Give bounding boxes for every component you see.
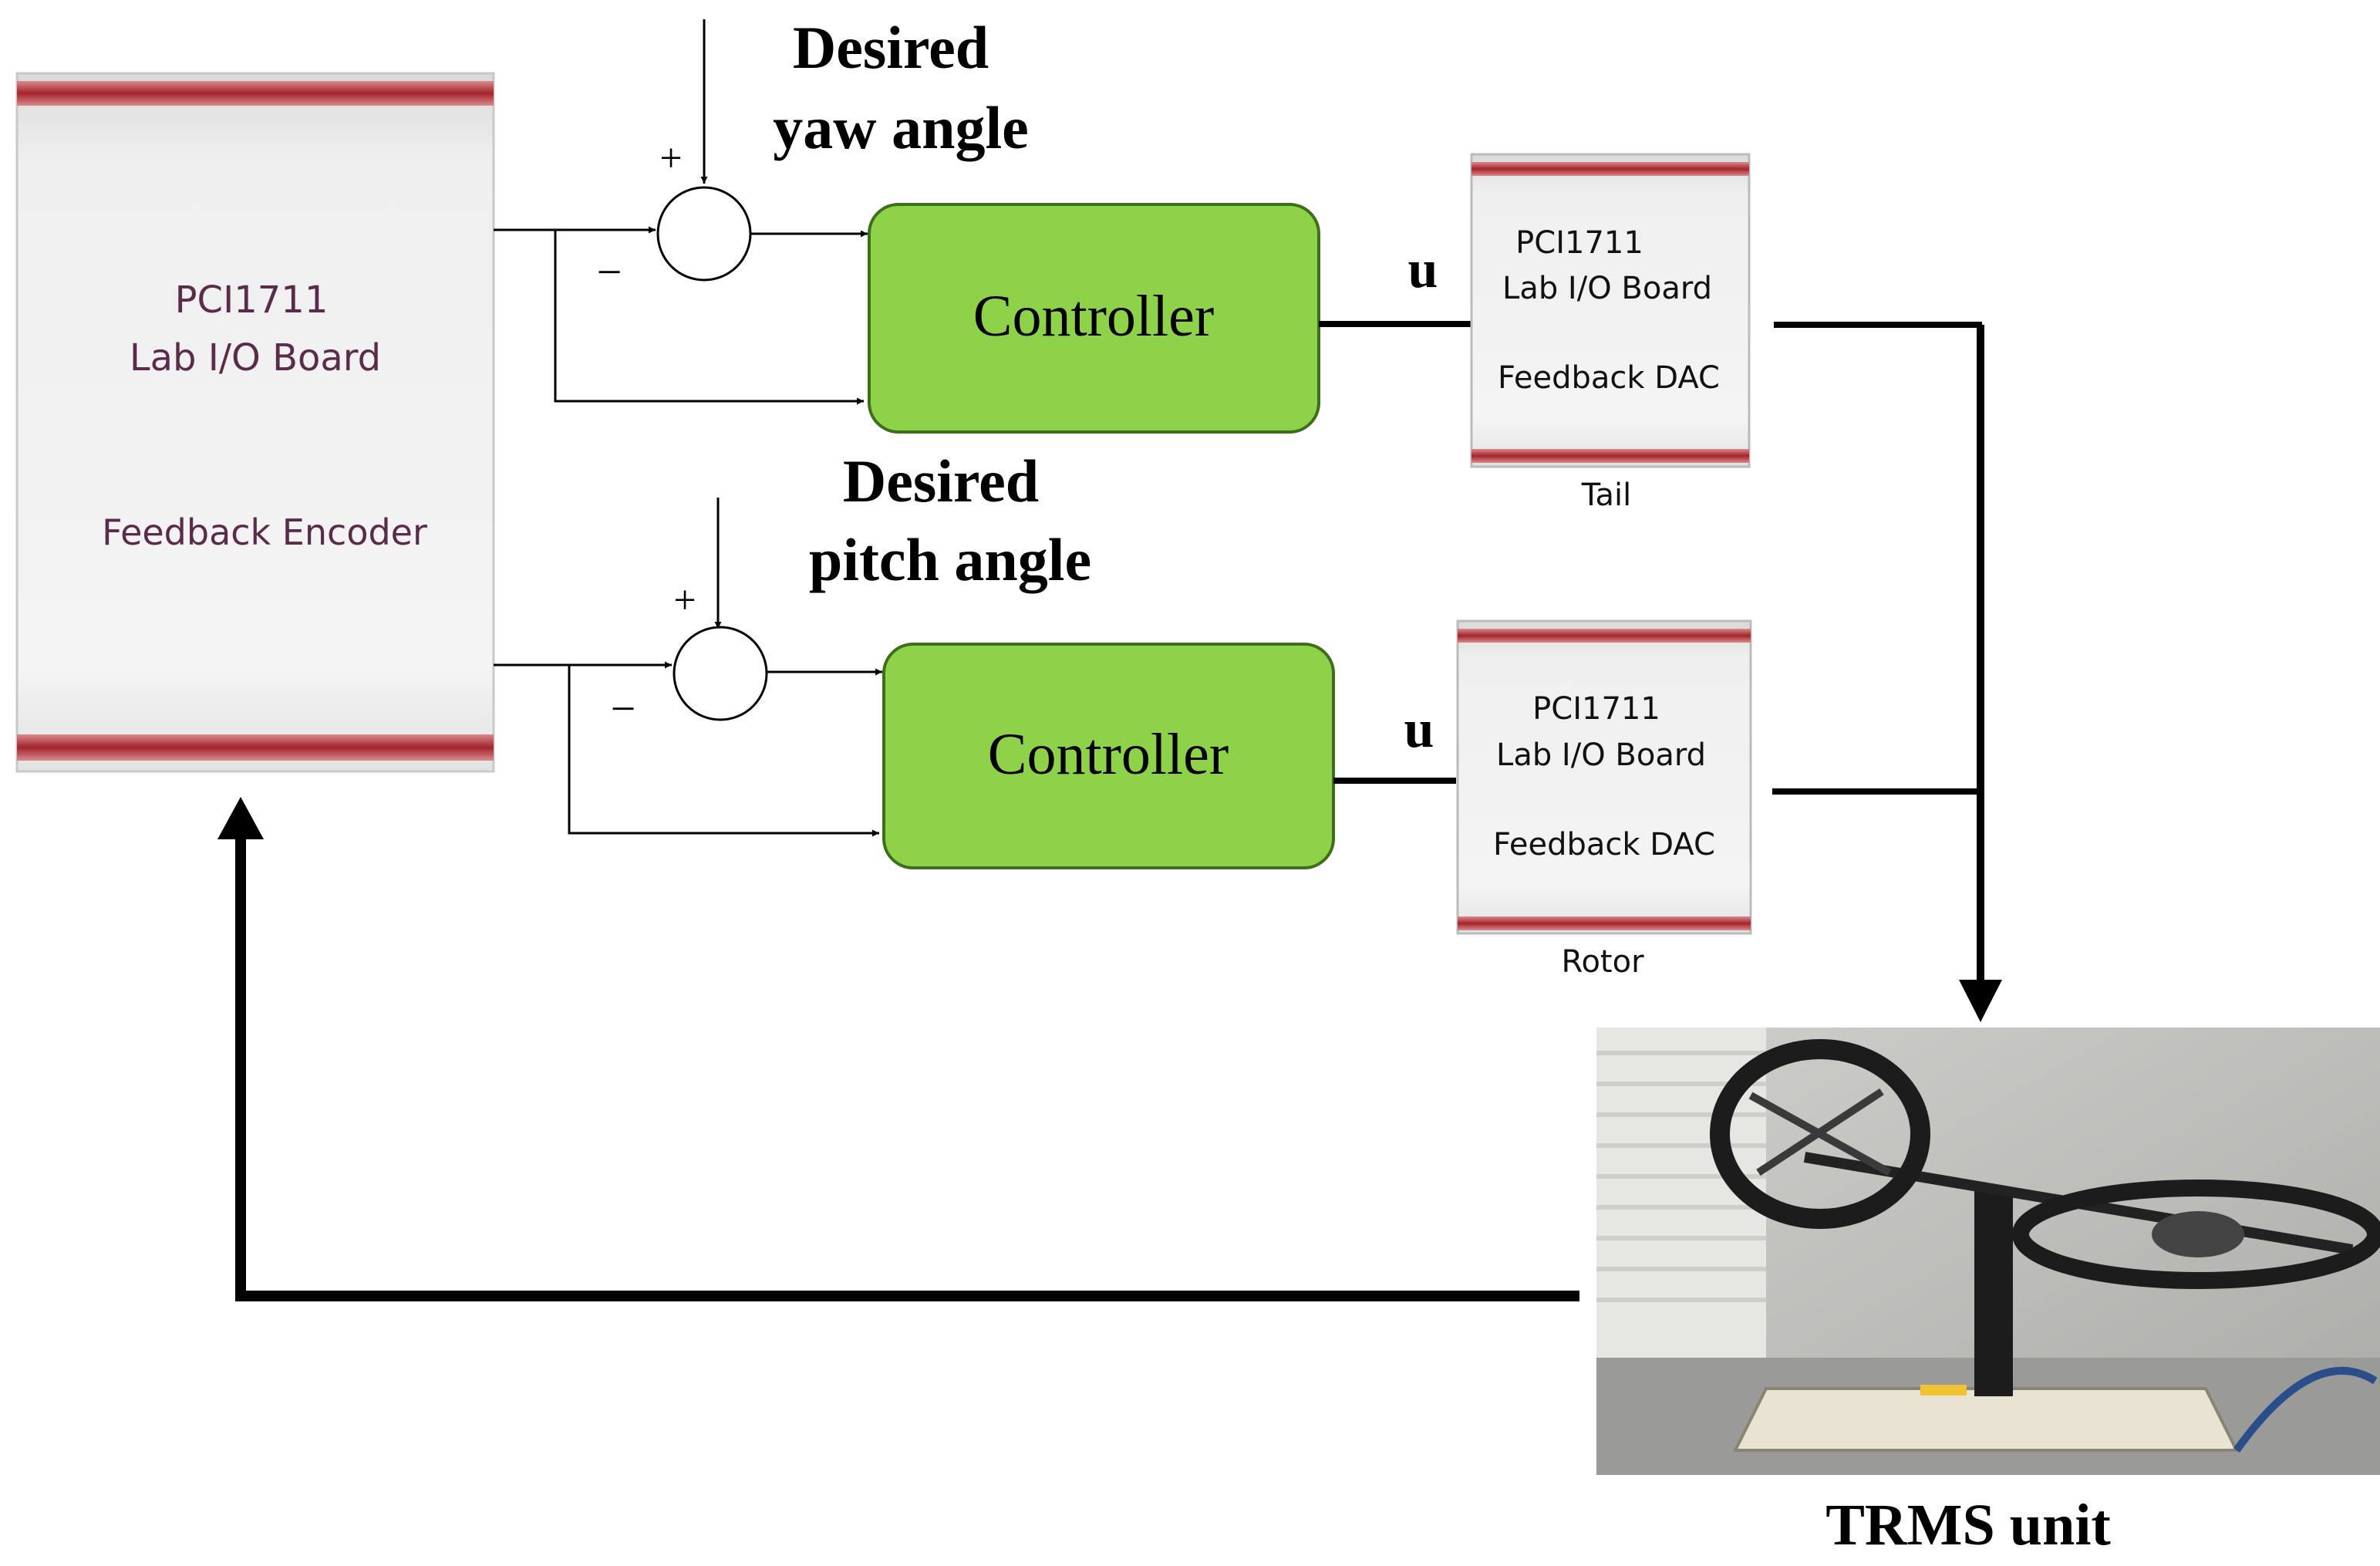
- trms-unit-photo: [1596, 1028, 2380, 1475]
- tail-dac-caption: Tail: [1581, 478, 1632, 513]
- rotor-dac-line1: PCI1711: [1532, 691, 1660, 727]
- yaw-reference-label-line2: yaw angle: [773, 94, 1029, 161]
- yaw-feedback-to-controller: [554, 230, 864, 405]
- pitch-sum-minus-sign: −: [611, 683, 636, 734]
- tail-dac-block: [1470, 153, 1751, 468]
- trms-unit-caption: TRMS unit: [1825, 1493, 2111, 1558]
- pitch-controller-label: Controller: [988, 722, 1229, 787]
- yaw-sum-plus-sign: +: [659, 137, 682, 181]
- yaw-loop: Desired yaw angle + − Controller u PCI17…: [494, 14, 1982, 513]
- yaw-controller-block: [868, 203, 1320, 434]
- rotor-dac-caption: Rotor: [1561, 944, 1644, 980]
- rotor-dac-line3: Feedback DAC: [1493, 827, 1715, 862]
- rotor-dac-block: [1456, 619, 1752, 935]
- pitch-summing-junction: [673, 626, 768, 721]
- measurement-feedback-line: [235, 837, 1579, 1301]
- tail-dac-line3: Feedback DAC: [1498, 360, 1720, 396]
- pitch-sum-plus-sign: +: [673, 579, 696, 623]
- yaw-summing-junction: [656, 186, 752, 282]
- measurement-feedback-arrowhead: [217, 797, 264, 839]
- tail-dac-line2: Lab I/O Board: [1502, 271, 1712, 306]
- pitch-control-signal-label: u: [1404, 700, 1434, 759]
- pitch-loop: Desired pitch angle + − Controller u PCI…: [494, 447, 1982, 980]
- pitch-feedback-to-controller: [568, 665, 879, 837]
- pitch-reference-label-line2: pitch angle: [809, 526, 1091, 593]
- plant-connections: [217, 325, 2002, 1301]
- yaw-sum-minus-sign: −: [597, 247, 622, 297]
- yaw-reference-label-line1: Desired: [793, 14, 989, 81]
- encoder-block-line2: Lab I/O Board: [130, 336, 381, 380]
- pitch-reference-label-line1: Desired: [843, 447, 1039, 515]
- yaw-controller-label: Controller: [973, 284, 1214, 349]
- rotor-dac-line2: Lab I/O Board: [1496, 737, 1706, 773]
- encoder-block-line3: Feedback Encoder: [102, 511, 427, 553]
- plant-input-arrowhead: [1959, 980, 2002, 1022]
- yaw-control-signal-label: u: [1408, 240, 1438, 299]
- feedback-encoder-block: PCI1711 Lab I/O Board Feedback Encoder: [15, 72, 495, 773]
- tail-dac-line1: PCI1711: [1515, 225, 1643, 261]
- pitch-controller-block: [882, 643, 1335, 869]
- encoder-block-line1: PCI1711: [175, 278, 329, 322]
